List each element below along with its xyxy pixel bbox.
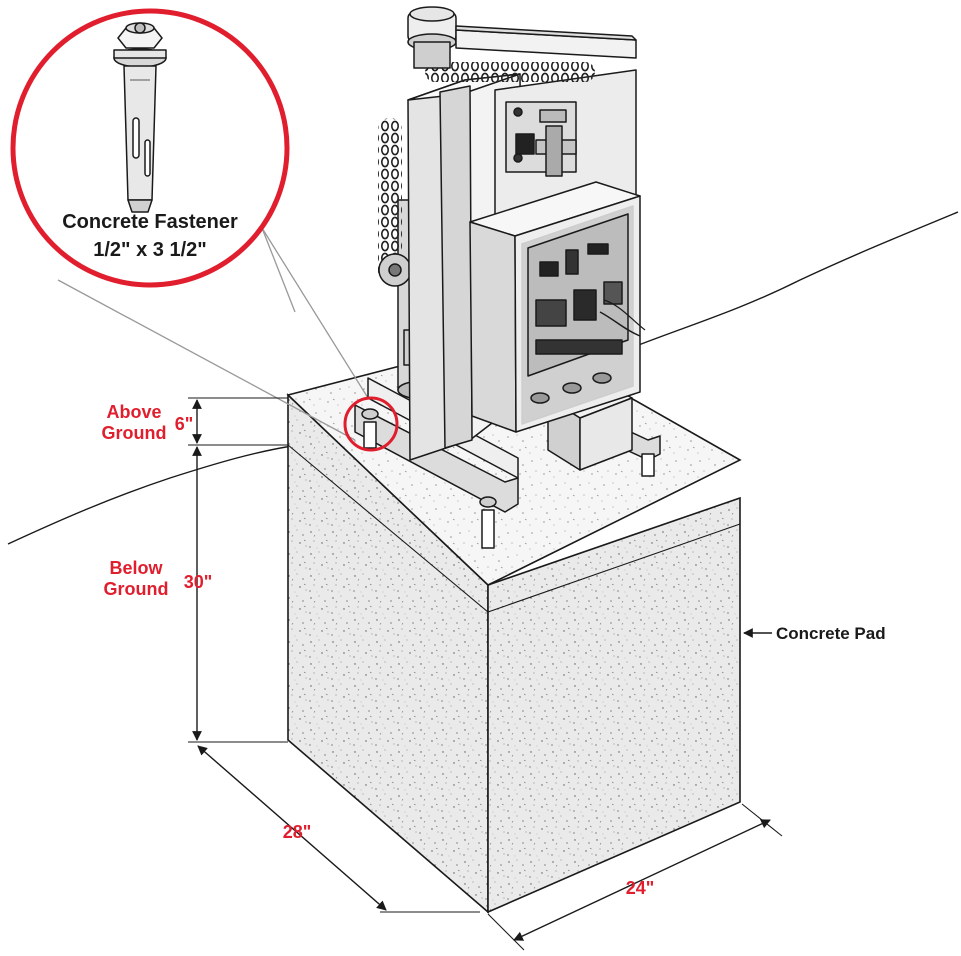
dimension-below-ground: Below Ground 30" xyxy=(104,446,288,743)
above-ground-label-line2: Ground xyxy=(102,423,167,443)
above-ground-label-line1: Above xyxy=(106,402,161,422)
ground-line-left xyxy=(7,445,293,545)
gate-operator xyxy=(354,6,661,549)
callout-title: Concrete Fastener xyxy=(62,211,238,233)
dimension-width: 24" xyxy=(487,803,783,951)
pad-grade-edge xyxy=(287,444,741,613)
below-ground-label-line2: Ground xyxy=(104,579,169,599)
pad-front-face xyxy=(487,496,741,914)
concrete-pad-callout: Concrete Pad xyxy=(743,624,886,643)
ground-line-right xyxy=(635,211,959,347)
callout-size: 1/2" x 3 1/2" xyxy=(93,239,207,261)
output-arm xyxy=(407,6,637,69)
below-ground-label-line1: Below xyxy=(109,558,163,578)
width-value: 24" xyxy=(626,878,655,898)
above-ground-value: 6" xyxy=(175,414,194,434)
drive-chain-top xyxy=(425,62,595,82)
drive-chain-left xyxy=(378,118,402,283)
below-ground-value: 30" xyxy=(184,572,213,592)
concrete-fastener-icon xyxy=(113,22,167,213)
fastener-highlight-circle xyxy=(343,396,399,452)
anchor-bolt-3 xyxy=(641,453,655,477)
dimension-length: 28" xyxy=(197,745,480,913)
anchor-bolt-1 xyxy=(361,408,379,449)
control-box xyxy=(469,181,646,433)
length-value: 28" xyxy=(283,822,312,842)
concrete-pad-label: Concrete Pad xyxy=(776,624,886,643)
dimension-above-ground: Above Ground 6" xyxy=(102,397,288,446)
fastener-callout: Concrete Fastener 1/2" x 3 1/2" xyxy=(10,8,290,288)
anchor-bolt-2 xyxy=(479,496,497,549)
